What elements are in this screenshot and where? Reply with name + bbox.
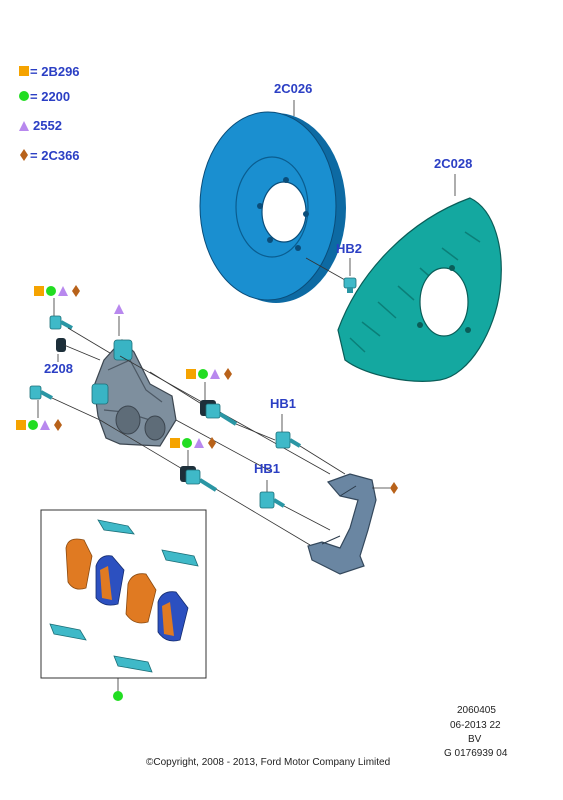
circle-icon — [28, 420, 38, 430]
triangle-icon — [40, 420, 50, 430]
symbols-left-top — [34, 285, 80, 297]
bolt-middle-lower — [180, 466, 218, 492]
brake-pad-1 — [65, 538, 93, 590]
legend-triangle-icon — [19, 121, 29, 131]
label-hb2: HB2 — [336, 241, 362, 256]
legend-item-2552: 2552 — [33, 118, 62, 133]
bolt-hb2 — [343, 277, 357, 293]
legend: = 2B296 = 2200 2552 = 2C366 — [19, 64, 80, 163]
circle-icon-pad-kit — [113, 691, 123, 701]
diamond-icon — [72, 285, 80, 297]
legend-diamond-icon — [20, 149, 28, 161]
brake-caliper — [91, 339, 177, 447]
symbols-middle-lower — [170, 437, 216, 449]
legend-circle-icon — [19, 91, 29, 101]
triangle-icon — [58, 286, 68, 296]
symbols-left-lower — [16, 419, 62, 431]
brake-pad-kit-box — [40, 509, 207, 679]
bolt-middle-upper — [200, 400, 238, 426]
circle-icon — [182, 438, 192, 448]
legend-item-2200: = 2200 — [30, 89, 70, 104]
ref-number: 2060405 — [457, 705, 496, 716]
symbols-middle-upper — [186, 368, 232, 380]
ref-date: 06-2013 22 — [450, 720, 501, 731]
brake-pad-4 — [157, 591, 189, 642]
brake-pad-3 — [125, 573, 157, 624]
square-icon — [170, 438, 180, 448]
brake-pad-2 — [95, 555, 125, 606]
ref-code: BV — [468, 734, 482, 745]
diamond-icon — [208, 437, 216, 449]
legend-item-2c366: = 2C366 — [30, 148, 80, 163]
diamond-icon — [54, 419, 62, 431]
anti-rattle-clip-2 — [161, 549, 199, 567]
caliper-carrier — [307, 473, 377, 575]
anti-rattle-clip-3 — [49, 623, 87, 641]
anti-rattle-clip-4 — [113, 655, 153, 673]
circle-icon — [46, 286, 56, 296]
diamond-icon — [224, 368, 232, 380]
dust-shield — [337, 197, 502, 382]
label-hb1-upper: HB1 — [270, 396, 296, 411]
bolt-left-top — [49, 315, 73, 330]
legend-item-2b296: = 2B296 — [30, 64, 80, 79]
bolt-hb1-upper — [275, 431, 302, 449]
clip-2208 — [56, 338, 66, 352]
label-shield: 2C028 — [434, 156, 472, 171]
square-icon — [186, 369, 196, 379]
square-icon — [34, 286, 44, 296]
brake-disc — [199, 111, 346, 303]
label-disc: 2C026 — [274, 81, 312, 96]
anti-rattle-clip-1 — [97, 519, 135, 535]
bolt-hb1-lower — [259, 491, 286, 509]
circle-icon — [198, 369, 208, 379]
ref-drawing: G 0176939 04 — [444, 748, 508, 759]
diamond-icon-carrier — [390, 482, 398, 494]
label-hb1-lower: HB1 — [254, 461, 280, 476]
legend-square-icon — [19, 66, 29, 76]
copyright: ©Copyright, 2008 - 2013, Ford Motor Comp… — [146, 757, 390, 768]
label-clip: 2208 — [44, 361, 73, 376]
square-icon — [16, 420, 26, 430]
triangle-icon — [210, 369, 220, 379]
triangle-icon — [194, 438, 204, 448]
triangle-icon-caliper — [114, 304, 124, 314]
bolt-left-lower — [29, 385, 53, 400]
